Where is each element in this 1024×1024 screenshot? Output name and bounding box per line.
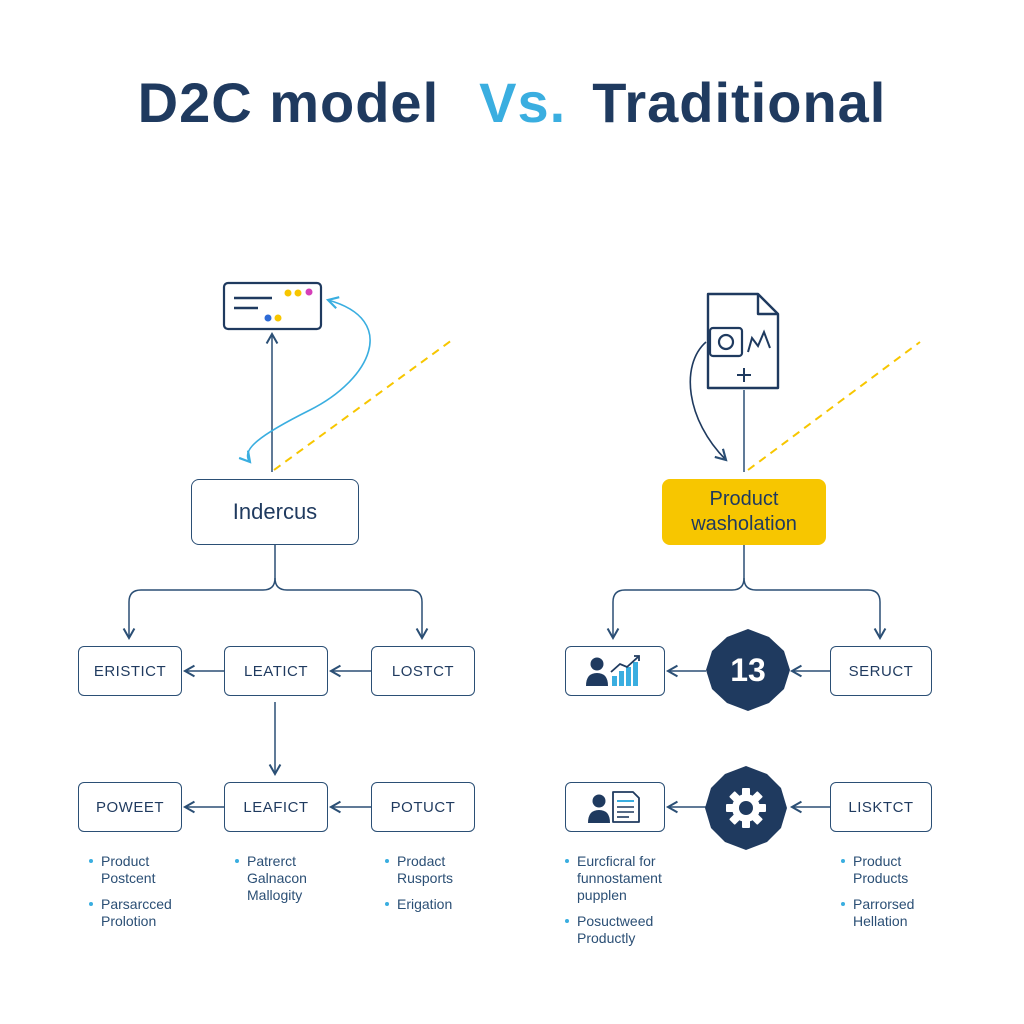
left-row2-box-2: LEAFICT — [224, 782, 328, 832]
left-row1-box-3: LOSTCT — [371, 646, 475, 696]
dashed-line-left — [273, 339, 453, 471]
title-left: D2C model — [137, 71, 440, 134]
right-row1-box-right: SERUCT — [830, 646, 932, 696]
right-row1-icon-box — [565, 646, 665, 696]
right-row2-icon-box — [565, 782, 665, 832]
badge-13-shape — [706, 629, 790, 711]
left-row2-box-1: POWEET — [78, 782, 182, 832]
browser-window-icon — [222, 281, 323, 331]
user-document-icon — [588, 791, 640, 823]
curved-arrow-navy — [689, 341, 728, 462]
right-hub-line-2: washolation — [691, 513, 797, 535]
left-row1-box-2: LEATICT — [224, 646, 328, 696]
list-item: Erigation — [383, 896, 453, 913]
badge-13: 13 — [730, 651, 766, 688]
right-hub-box: Product washolation — [662, 479, 826, 545]
user-chart-icon — [586, 655, 640, 686]
gear-icon — [705, 766, 787, 850]
diagram-title: D2C model Vs. Traditional — [0, 70, 1024, 135]
curved-arrow-blue — [238, 296, 371, 464]
dashed-line-right — [747, 341, 921, 471]
title-right: Traditional — [592, 71, 887, 134]
left-hub-box: Indercus — [191, 479, 359, 545]
title-vs: Vs. — [479, 71, 567, 134]
right-row2-box-right: LISKTCT — [830, 782, 932, 832]
right-hub-line-1: Product — [709, 488, 779, 510]
left-row1-box-1: ERISTICT — [78, 646, 182, 696]
document-chart-icon — [706, 292, 780, 390]
left-row2-box-3: POTUCT — [371, 782, 475, 832]
